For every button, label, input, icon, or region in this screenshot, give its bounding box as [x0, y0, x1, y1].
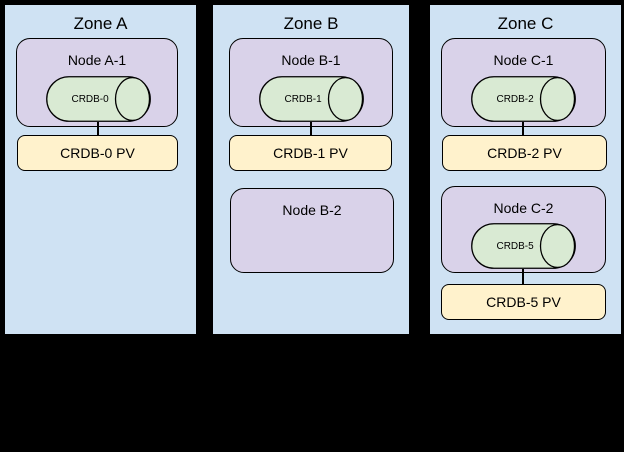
- crdb-1-pv-label: CRDB-1 PV: [273, 145, 348, 161]
- crdb-0-pod-label: CRDB-0: [71, 93, 109, 105]
- crdb-2-pv-label: CRDB-2 PV: [487, 145, 562, 161]
- zone-c-label: Zone C: [497, 14, 554, 33]
- crdb-1-pod: CRDB-1: [259, 76, 364, 122]
- pod-to-pv-connector-line: [522, 122, 524, 136]
- crdb-2-pod: CRDB-2: [471, 76, 576, 122]
- pod-to-pv-connector-line: [310, 122, 312, 136]
- node-c-1: Node C-1 CRDB-2: [441, 38, 606, 127]
- node-c-1-label: Node C-1: [493, 52, 554, 68]
- crdb-2-pv-box: CRDB-2 PV: [442, 135, 607, 171]
- node-b-2-label: Node B-2: [282, 202, 342, 218]
- zone-a-label: Zone A: [73, 14, 128, 33]
- pod-to-pv-connector-line: [97, 122, 99, 136]
- crdb-5-pv-label: CRDB-5 PV: [486, 294, 561, 310]
- node-a-1-label: Node A-1: [67, 52, 127, 68]
- crdb-0-pv-label: CRDB-0 PV: [60, 145, 135, 161]
- node-b-1-label: Node B-1: [281, 52, 341, 68]
- node-b-1: Node B-1 CRDB-1: [229, 38, 393, 127]
- crdb-1-pod-label: CRDB-1: [284, 93, 322, 105]
- crdb-5-pod-label: CRDB-5: [496, 240, 534, 252]
- zone-a: Zone A Node A-1 CRDB-0 CRDB-0 PV: [4, 4, 197, 335]
- crdb-0-pod: CRDB-0: [46, 76, 151, 122]
- node-a-1: Node A-1 CRDB-0: [16, 38, 178, 127]
- node-c-2: Node C-2 CRDB-5: [441, 186, 606, 273]
- node-b-2: Node B-2: [230, 188, 394, 273]
- pod-to-pv-connector-line: [522, 269, 524, 284]
- database-cylinder-icon: [46, 76, 151, 122]
- node-c-2-label: Node C-2: [493, 200, 554, 216]
- crdb-5-pod: CRDB-5: [471, 223, 576, 269]
- zone-b: Zone B Node B-1 CRDB-1 CRDB-1 PV Node B-…: [212, 4, 410, 335]
- database-cylinder-icon: [471, 76, 576, 122]
- crdb-5-pv-box: CRDB-5 PV: [441, 284, 606, 320]
- database-cylinder-icon: [259, 76, 364, 122]
- crdb-0-pv-box: CRDB-0 PV: [17, 135, 178, 171]
- database-cylinder-icon: [471, 223, 576, 269]
- crdb-2-pod-label: CRDB-2: [496, 93, 534, 105]
- zone-b-label: Zone B: [283, 14, 339, 33]
- crdb-1-pv-box: CRDB-1 PV: [229, 135, 392, 171]
- zone-c: Zone C Node C-1 CRDB-2 CRDB-2 PV Node C-…: [429, 4, 622, 335]
